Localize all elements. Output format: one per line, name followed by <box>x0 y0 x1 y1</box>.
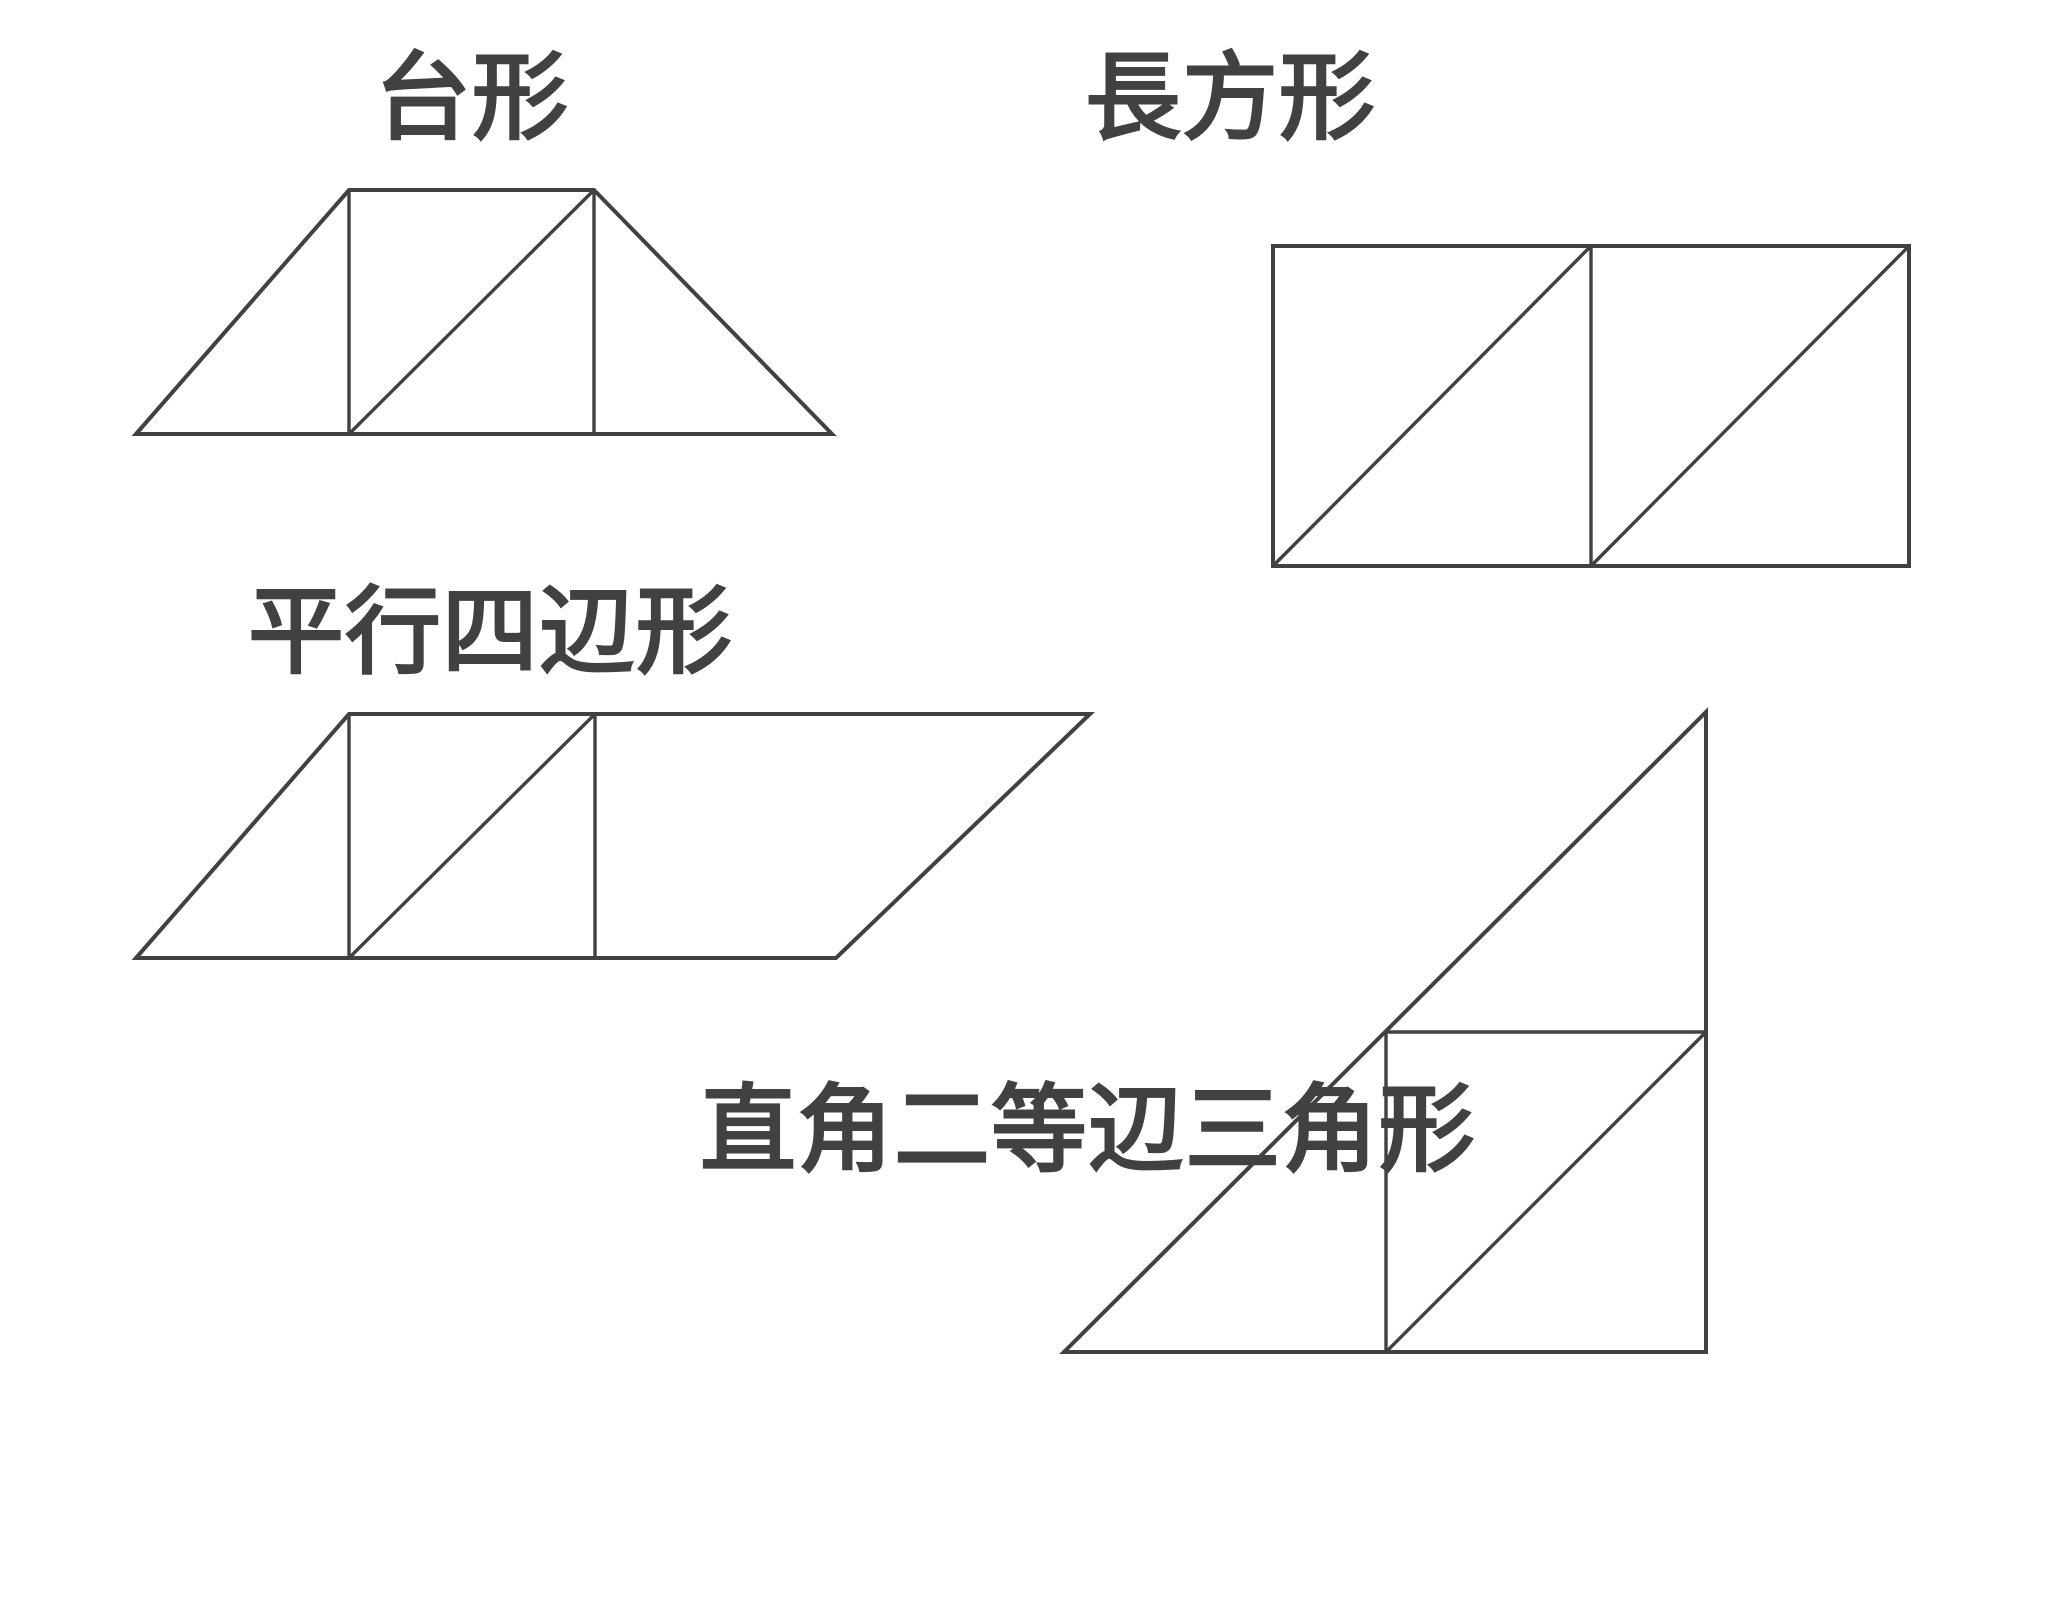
figure-rectangle <box>1271 244 1911 568</box>
label-rectangle: 長方形 <box>1085 42 1376 154</box>
label-right-isosceles-triangle: 直角二等辺三角形 <box>700 1074 1476 1186</box>
parallelogram-outline <box>131 712 1095 960</box>
figure-trapezoid <box>131 188 837 436</box>
figure-right-isosceles-triangle <box>1059 707 1708 1354</box>
figure-parallelogram <box>131 712 1095 960</box>
triangle-divider-diagonal <box>1384 1030 1708 1354</box>
trapezoid-divider-diagonal <box>347 188 596 436</box>
parallelogram-divider-diagonal <box>347 712 597 960</box>
rectangle-divider-diagonal-left <box>1271 244 1593 568</box>
trapezoid-outline <box>131 188 837 436</box>
label-parallelogram: 平行四辺形 <box>248 576 733 688</box>
rectangle-divider-diagonal-right <box>1589 244 1911 568</box>
label-trapezoid: 台形 <box>375 42 569 154</box>
rectangle-outline <box>1271 244 1911 568</box>
